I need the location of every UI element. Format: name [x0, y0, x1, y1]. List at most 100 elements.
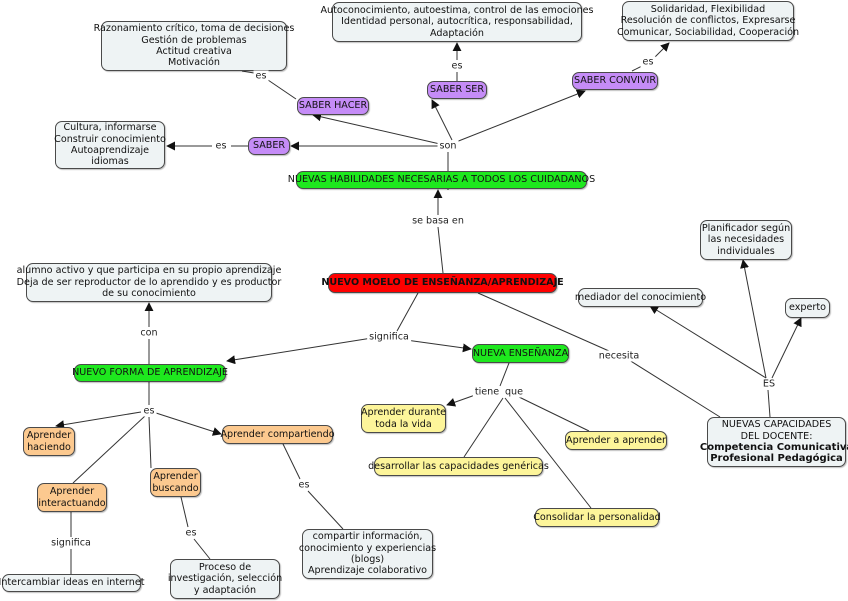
concept-text-line: Identidad personal, autocrítica, respons… — [341, 16, 573, 28]
link-label-es-ser: es — [449, 60, 465, 72]
concept-text-line: DEL DOCENTE: — [740, 430, 813, 442]
concept-text-line: NUEVAS HABILIDADES NECESARIAS A TODOS LO… — [287, 174, 596, 186]
link-label-significa: significa — [367, 331, 411, 343]
concept-text-line: Aprender — [49, 486, 95, 498]
concept-text-line: Consolidar la personalidad — [533, 511, 661, 523]
concept-text-line: alumno activo y que participa en su prop… — [16, 265, 282, 277]
concept-text-line: Adaptación — [430, 27, 484, 39]
concept-node-hacer-desc[interactable]: Razonamiento crítico, toma de decisiones… — [94, 21, 294, 71]
concept-text-line: Intercambiar ideas en internet — [0, 577, 145, 589]
concept-node-compartir-desc[interactable]: compartir información,conocimiento y exp… — [298, 529, 437, 579]
concept-text-line: Aprendizaje colaborativo — [307, 565, 428, 577]
concept-text-line: Solidaridad, Flexibilidad — [650, 3, 766, 15]
concept-text-line: Gestión de problemas — [141, 34, 247, 46]
concept-text-line: (blogs) — [350, 554, 385, 565]
concept-text-line: NUEVO FORMA DE APRENDIZAJE — [72, 367, 228, 379]
concept-text-line: conocimiento y experiencias — [298, 542, 437, 554]
link-arrow — [405, 339, 472, 353]
concept-node-saber[interactable]: SABER — [248, 137, 290, 155]
concept-text-line: mediador del conocimiento — [574, 291, 707, 303]
concept-text-line: SABER CONVIVIR — [573, 75, 657, 87]
link-line — [267, 79, 297, 100]
link-arrow — [431, 99, 453, 141]
concept-node-compartiendo[interactable]: Aprender compartiendo — [220, 425, 335, 444]
link-arrow — [649, 305, 767, 379]
concept-text-line: investigación, selección — [167, 573, 283, 585]
concept-text-line: compartir información, — [312, 531, 423, 543]
link-label-es-forma: es — [141, 405, 157, 417]
concept-text-line: desarrollar las capacidades genéricas — [368, 460, 549, 472]
concept-node-saber-ser[interactable]: SABER SER — [427, 81, 487, 99]
link-line — [307, 490, 344, 530]
concept-node-intercambiar[interactable]: Intercambiar ideas en internet — [0, 574, 145, 592]
link-arrow — [455, 89, 586, 143]
concept-node-saber-convivir[interactable]: SABER CONVIVIR — [572, 72, 658, 90]
concept-node-habilidades[interactable]: NUEVAS HABILIDADES NECESARIAS A TODOS LO… — [288, 171, 595, 189]
concept-text-line: buscando — [152, 482, 199, 494]
concept-text-line: haciendo — [27, 441, 71, 453]
link-label-con: con — [138, 327, 160, 339]
concept-text-line: Comunicar, Sociabilidad, Cooperación — [616, 26, 800, 38]
link-line — [193, 538, 211, 560]
concept-text-line: Planificador según — [701, 222, 791, 234]
concept-text-line: Actitud creativa — [156, 46, 232, 57]
concept-node-genericas[interactable]: desarrollar las capacidades genéricas — [368, 457, 549, 476]
concept-node-personalidad[interactable]: Consolidar la personalidad — [533, 508, 661, 527]
concept-text-line: Aprender a aprender — [566, 434, 666, 446]
concept-text-line: Motivación — [167, 57, 221, 69]
concept-text-line: SABER SER — [430, 84, 485, 96]
link-label-se-basa-en: se basa en — [410, 215, 466, 227]
link-arrow — [55, 411, 142, 430]
link-line — [631, 65, 643, 72]
link-line — [282, 443, 301, 480]
link-arrow — [446, 393, 479, 407]
concept-text-line: toda la vida — [375, 418, 432, 430]
link-arrow — [653, 42, 670, 59]
link-label-necesita: necesita — [596, 350, 642, 362]
concept-text-bold-line: Competencia Comunicativa — [699, 442, 848, 453]
concept-node-root[interactable]: NUEVO MOELO DE ENSEÑANZA/APRENDIZAJE — [321, 273, 564, 293]
concept-node-saber-hacer[interactable]: SABER HACER — [297, 97, 369, 115]
concept-node-alumno[interactable]: alumno activo y que participa en su prop… — [17, 263, 281, 302]
link-label-son: son — [437, 140, 459, 152]
link-line — [477, 292, 610, 352]
link-label-tiene: tiene — [472, 386, 502, 398]
concept-text-line: de su conocimiento — [102, 288, 196, 300]
link-line — [628, 359, 721, 418]
link-label-es-buscando: es — [183, 527, 199, 539]
concept-node-ser-desc[interactable]: Autoconocimiento, autoestima, control de… — [320, 2, 594, 42]
concept-text-line: Construir conocimiento — [54, 133, 166, 145]
concept-text-line: Aprender compartiendo — [220, 428, 335, 440]
concept-text-line: experto — [789, 302, 826, 314]
concept-text-line: NUEVO MOELO DE ENSEÑANZA/APRENDIZAJE — [321, 277, 564, 289]
link-line — [463, 397, 504, 458]
concept-node-forma[interactable]: NUEVO FORMA DE APRENDIZAJE — [72, 364, 228, 382]
concept-node-a-aprender[interactable]: Aprender a aprender — [565, 431, 667, 450]
concept-node-mediador[interactable]: mediador del conocimiento — [574, 288, 707, 307]
concept-text-line: Autoaprendizaje — [70, 145, 150, 156]
concept-text-line: Autoconocimiento, autoestima, control de… — [320, 4, 594, 16]
concept-text-line: Aprender durante — [360, 407, 447, 419]
link-label-es-compartiendo: es — [296, 479, 312, 491]
link-line — [72, 415, 146, 484]
link-label-es-docente: ES — [760, 378, 778, 390]
concept-text-line: Aprender — [26, 430, 72, 442]
link-arrow — [155, 412, 222, 436]
link-arrow — [312, 112, 441, 145]
concept-node-experto[interactable]: experto — [785, 298, 830, 318]
link-line — [396, 292, 419, 332]
link-line — [518, 396, 590, 432]
concept-node-ensenanza[interactable]: NUEVA ENSEÑANZA — [472, 344, 569, 363]
link-label-es-hacer: es — [253, 70, 269, 82]
concept-text-line: Cultura, informarse — [63, 122, 157, 134]
